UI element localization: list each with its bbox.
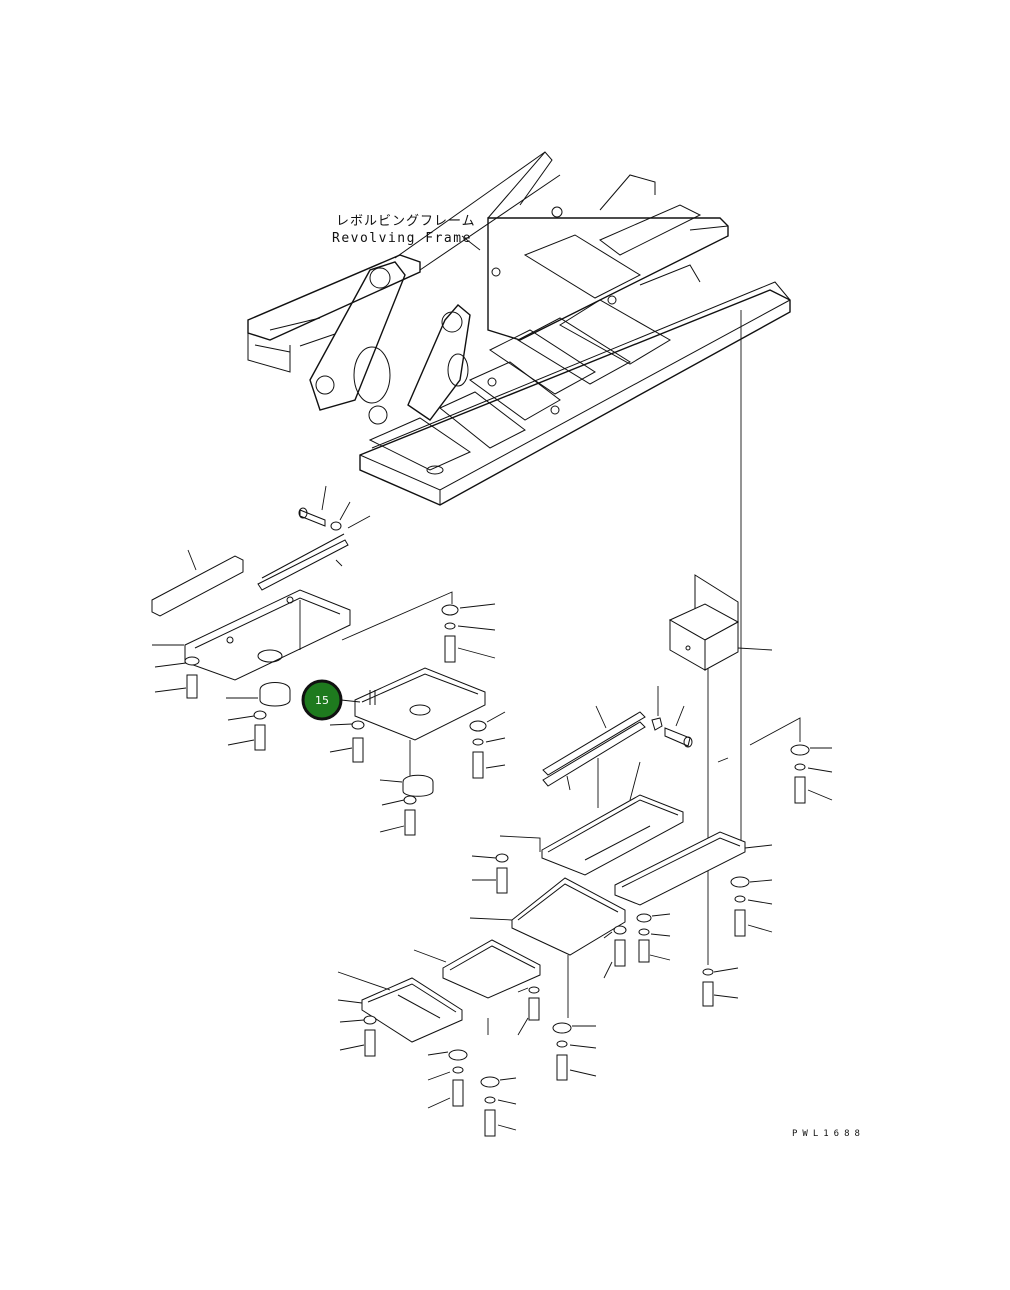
- frame-label-en: Revolving Frame: [332, 231, 472, 246]
- frame-label-jp: レボルビングフレーム: [336, 214, 476, 229]
- right-cover-assembly: [500, 686, 832, 1006]
- hardware-set-upper: [442, 604, 495, 662]
- tool-box: [670, 575, 772, 670]
- lower-cover-assembly: [338, 854, 670, 1136]
- callout-badge-15[interactable]: 15: [303, 681, 341, 719]
- center-plate-assembly: [330, 668, 505, 835]
- left-cover-assembly: [152, 486, 370, 750]
- revolving-frame: [248, 152, 790, 505]
- drawing-code: PWL1688: [792, 1129, 865, 1139]
- callout-number: 15: [315, 694, 329, 707]
